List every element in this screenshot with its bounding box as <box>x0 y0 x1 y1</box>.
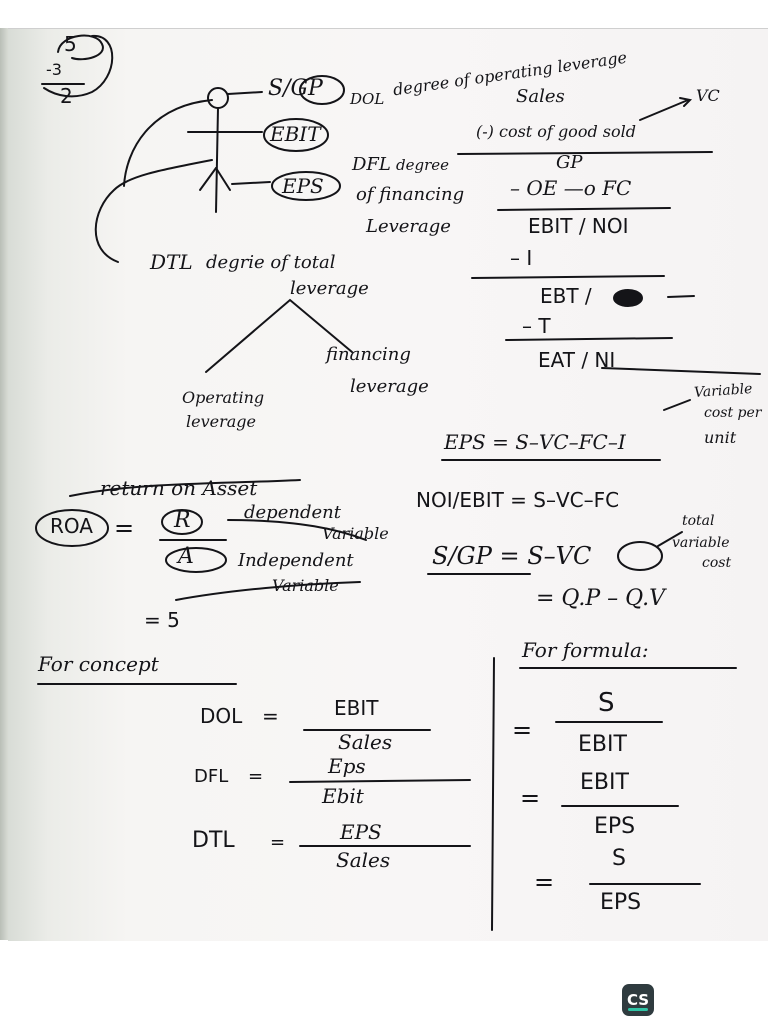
noi-formula: NOI/EBIT = S–VC–FC <box>416 488 620 512</box>
concept-dol-num: EBIT <box>334 696 379 720</box>
label-dtl-def2: leverage <box>290 278 369 299</box>
label-dtl: DTL <box>150 250 193 274</box>
roa-dependent: dependent <box>244 502 341 523</box>
eps-formula: EPS = S–VC–FC–I <box>444 430 626 454</box>
formula-dtl-eq: = <box>534 868 555 896</box>
concept-dfl-num: Eps <box>328 754 366 778</box>
formula-dfl-den: EPS <box>594 814 636 839</box>
roa-result: = 5 <box>144 608 180 632</box>
label-financing-leverage: leverage <box>350 376 429 397</box>
label-ebit: EBIT <box>270 122 321 146</box>
formula-dol-den: EBIT <box>578 732 627 757</box>
concept-heading: For concept <box>38 652 159 676</box>
label-operating: Operating <box>182 388 265 407</box>
formula-dtl-den: EPS <box>600 890 642 915</box>
label-dfl: DFL <box>352 154 391 175</box>
formula-dfl-eq: = <box>520 784 541 812</box>
concept-dtl: DTL <box>192 828 235 853</box>
total-vc-3: cost <box>702 555 732 571</box>
camscanner-logo: CS <box>622 984 654 1016</box>
roa-dependent-variable: Variable <box>322 524 389 543</box>
roa-label: ROA <box>50 514 93 538</box>
roa-independent-variable: Variable <box>272 576 339 595</box>
label-dfl-def3: Leverage <box>366 216 451 237</box>
label-dfl-def1: degree <box>396 156 450 174</box>
margin-circled-number: 5 <box>64 32 77 56</box>
label-dtl-def1: degrie of total <box>206 252 336 273</box>
formula-heading: For formula: <box>522 638 649 662</box>
label-dfl-def2: of financing <box>356 184 465 205</box>
total-vc-1: total <box>682 513 715 529</box>
is-sales: Sales <box>516 86 565 107</box>
notebook-page <box>8 28 768 941</box>
concept-dfl-eq: = <box>248 766 264 787</box>
label-operating-leverage: leverage <box>186 412 256 431</box>
vc-def-3: unit <box>704 428 737 447</box>
is-minus-tax: – T <box>522 314 551 338</box>
qp-formula: = Q.P – Q.V <box>536 586 665 611</box>
formula-dfl-num: EBIT <box>580 770 629 795</box>
is-oe-fc: – OE —o FC <box>510 176 632 200</box>
is-minus-cogs: (-) cost of good sold <box>476 122 636 141</box>
vc-def-1: Variable <box>693 380 753 402</box>
is-vc-note: VC <box>696 86 720 105</box>
roa-heading: return on Asset <box>100 476 258 500</box>
concept-dol: DOL <box>200 704 243 728</box>
vc-def-2: cost per <box>704 405 762 421</box>
is-ebt: EBT / <box>540 284 592 308</box>
concept-dol-den: Sales <box>338 730 393 754</box>
label-eps: EPS <box>282 174 324 198</box>
concept-dfl: DFL <box>194 766 229 787</box>
concept-dtl-eq: = <box>270 832 286 853</box>
roa-denominator: A <box>178 544 194 569</box>
label-sgp: S/GP <box>268 76 323 101</box>
roa-numerator: R <box>174 508 191 533</box>
sgp-formula: S/GP = S–VC <box>432 542 592 570</box>
formula-dtl-num: S <box>612 846 626 871</box>
is-eat-ni: EAT / NI <box>538 348 616 372</box>
is-minus-interest: – I <box>510 246 533 270</box>
concept-dfl-den: Ebit <box>322 784 364 808</box>
formula-dol-eq: = <box>512 716 533 744</box>
is-gp: GP <box>556 152 583 173</box>
page-edge-shadow <box>0 28 10 940</box>
concept-dol-eq: = <box>262 704 279 728</box>
total-vc-2: variable <box>672 535 730 551</box>
roa-equals: = <box>114 514 135 542</box>
concept-dtl-num: EPS <box>340 820 382 844</box>
is-ebit-noi: EBIT / NOI <box>528 214 629 238</box>
label-dol: DOL <box>350 90 385 108</box>
roa-independent: Independent <box>238 550 354 571</box>
margin-minus: -3 <box>46 60 62 79</box>
concept-dtl-den: Sales <box>336 848 391 872</box>
margin-result: 2 <box>60 84 73 108</box>
label-financing: financing <box>326 344 411 365</box>
formula-dol-num: S <box>598 688 615 718</box>
